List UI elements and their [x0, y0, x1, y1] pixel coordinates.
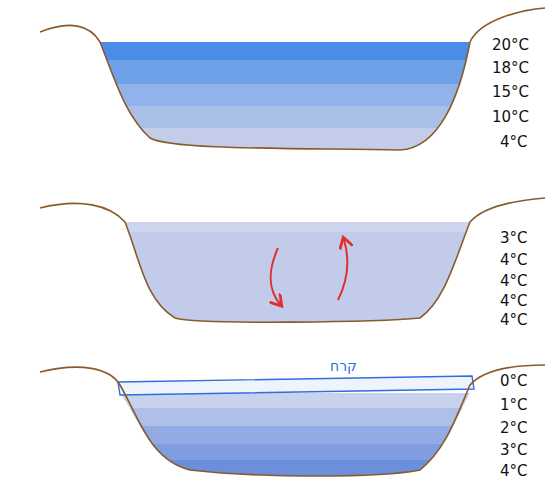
temperature-label: 2°C: [500, 421, 528, 436]
mixing-arrow: [338, 240, 347, 300]
summer-water: [90, 38, 480, 158]
ice-label: קרח: [330, 359, 357, 373]
temperature-label: 10°C: [492, 110, 529, 125]
lake-bed: [40, 8, 545, 150]
temperature-label: 4°C: [500, 274, 528, 289]
temperature-label: 4°C: [500, 253, 528, 268]
temperature-label: 15°C: [492, 85, 529, 100]
temperature-label: 4°C: [500, 294, 528, 309]
temperature-label: 1°C: [500, 398, 528, 413]
temperature-label: 4°C: [500, 464, 528, 479]
temperature-label: 0°C: [500, 374, 528, 389]
temperature-label: 4°C: [500, 135, 528, 150]
ice-layer: [118, 376, 474, 395]
temperature-label: 3°C: [500, 443, 528, 458]
lake-bed: [40, 198, 545, 322]
temperature-label: 4°C: [500, 313, 528, 328]
temperature-label: 18°C: [492, 61, 529, 76]
lake-bed: [40, 365, 545, 476]
temperature-label: 3°C: [500, 231, 528, 246]
temperature-label: 20°C: [492, 38, 529, 53]
winter-water: [110, 390, 480, 485]
mixing-arrow: [271, 248, 280, 304]
